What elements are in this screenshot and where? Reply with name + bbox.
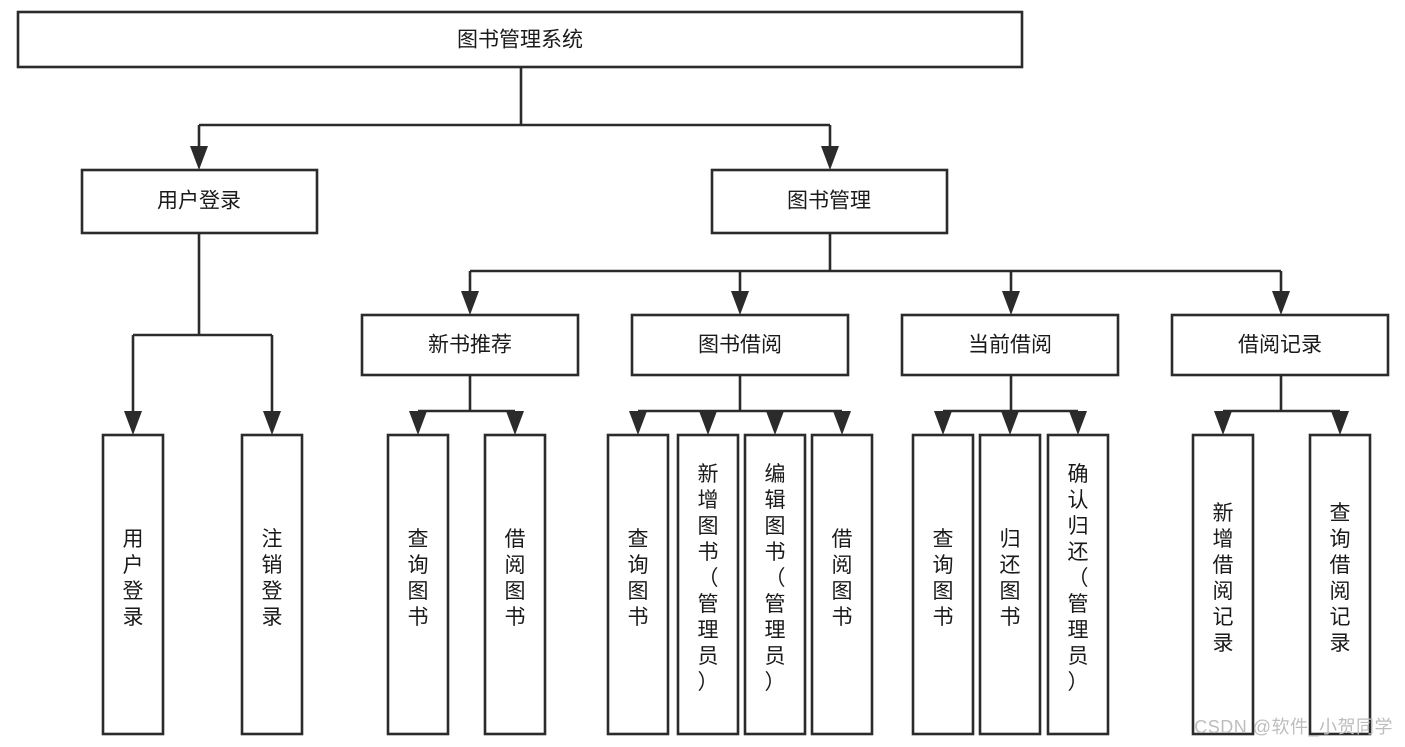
node-leaf-user-logout[interactable]: 注销登录 (240, 433, 304, 736)
node-leaf-query-record[interactable]: 查询借阅记录 (1308, 433, 1372, 736)
node-new-book-recommend-box[interactable] (360, 313, 580, 377)
node-leaf-borrow-book-1[interactable]: 借阅图书 (483, 433, 547, 736)
node-leaf-borrow-book-1-label: 借阅图书 (505, 528, 526, 629)
csdn-watermark: CSDN @软件_小贺同学 (1194, 717, 1393, 737)
node-leaf-borrow-book-2-box[interactable] (810, 433, 874, 736)
edge-group-book-management (461, 233, 1290, 315)
arrow-head-leaf-user-logout (263, 411, 281, 435)
arrow-head-new-book-recommend (461, 291, 479, 315)
arrow-head-leaf-borrow-book-1 (506, 411, 524, 435)
node-new-book-recommend[interactable]: 新书推荐 (360, 313, 580, 377)
node-leaf-edit-book-label: 编辑图书（管理员） (765, 463, 786, 694)
node-root[interactable]: 图书管理系统 (16, 10, 1024, 69)
arrow-head-leaf-return-book (1001, 411, 1019, 435)
edge-group-book-borrow (629, 375, 851, 435)
arrow-head-leaf-query-book-3 (934, 411, 952, 435)
node-root-label: 图书管理系统 (457, 29, 583, 52)
arrow-head-leaf-query-book-2 (629, 411, 647, 435)
node-leaf-query-book-1[interactable]: 查询图书 (386, 433, 450, 736)
node-leaf-query-book-1-box[interactable] (386, 433, 450, 736)
node-leaf-query-book-3-box[interactable] (911, 433, 975, 736)
node-current-borrow[interactable]: 当前借阅 (900, 313, 1120, 377)
node-root-box[interactable] (16, 10, 1024, 69)
arrow-head-leaf-query-book-1 (409, 411, 427, 435)
node-leaf-query-record-box[interactable] (1308, 433, 1372, 736)
arrow-head-current-borrow (1002, 291, 1020, 315)
node-borrow-record-label: 借阅记录 (1238, 334, 1322, 357)
node-leaf-user-logout-label: 注销登录 (262, 528, 283, 629)
arrow-head-book-management (821, 146, 839, 170)
arrow-head-leaf-query-record (1331, 411, 1349, 435)
node-leaf-user-login[interactable]: 用户登录 (101, 433, 165, 736)
node-current-borrow-label: 当前借阅 (968, 334, 1052, 357)
node-user-login-box[interactable] (80, 168, 319, 235)
arrow-head-leaf-add-book (699, 411, 717, 435)
node-leaf-confirm-return-box[interactable] (1046, 433, 1110, 736)
node-borrow-record-box[interactable] (1170, 313, 1390, 377)
arrow-head-leaf-user-login (124, 411, 142, 435)
arrow-head-book-borrow (731, 291, 749, 315)
node-leaf-add-book-box[interactable] (676, 433, 740, 736)
arrow-head-user-login (190, 146, 208, 170)
node-book-borrow-box[interactable] (630, 313, 850, 377)
node-leaf-confirm-return-label: 确认归还（管理员） (1068, 463, 1089, 694)
node-leaf-borrow-book-1-box[interactable] (483, 433, 547, 736)
arrow-head-borrow-record (1272, 291, 1290, 315)
node-leaf-query-book-3-label: 查询图书 (933, 528, 954, 629)
node-leaf-query-book-2-label: 查询图书 (628, 528, 649, 629)
node-leaf-edit-book-box[interactable] (743, 433, 807, 736)
node-leaf-add-book-label: 新增图书（管理员） (698, 463, 719, 694)
node-leaf-borrow-book-2-label: 借阅图书 (832, 528, 853, 629)
node-leaf-user-login-box[interactable] (101, 433, 165, 736)
node-leaf-add-record-label: 新增借阅记录 (1213, 502, 1234, 655)
node-leaf-user-login-label: 用户登录 (123, 528, 144, 629)
node-current-borrow-box[interactable] (900, 313, 1120, 377)
node-leaf-query-book-2[interactable]: 查询图书 (606, 433, 670, 736)
node-leaf-add-record[interactable]: 新增借阅记录 (1191, 433, 1255, 736)
edge-group-root (190, 67, 839, 170)
node-leaf-return-book-box[interactable] (978, 433, 1042, 736)
node-leaf-confirm-return[interactable]: 确认归还（管理员） (1046, 433, 1110, 736)
node-leaf-user-logout-box[interactable] (240, 433, 304, 736)
node-book-management-box[interactable] (710, 168, 949, 235)
node-leaf-edit-book[interactable]: 编辑图书（管理员） (743, 433, 807, 736)
arrow-head-leaf-confirm-return (1069, 411, 1087, 435)
node-book-management[interactable]: 图书管理 (710, 168, 949, 235)
node-leaf-query-book-3[interactable]: 查询图书 (911, 433, 975, 736)
node-user-login-label: 用户登录 (157, 190, 241, 213)
node-leaf-borrow-book-2[interactable]: 借阅图书 (810, 433, 874, 736)
node-leaf-query-book-2-box[interactable] (606, 433, 670, 736)
node-leaf-query-record-label: 查询借阅记录 (1330, 502, 1351, 655)
node-borrow-record[interactable]: 借阅记录 (1170, 313, 1390, 377)
node-book-borrow[interactable]: 图书借阅 (630, 313, 850, 377)
arrow-head-leaf-borrow-book-2 (833, 411, 851, 435)
edge-group-borrow-record (1214, 375, 1349, 435)
node-leaf-query-book-1-label: 查询图书 (408, 528, 429, 629)
node-leaf-return-book[interactable]: 归还图书 (978, 433, 1042, 736)
node-user-login[interactable]: 用户登录 (80, 168, 319, 235)
node-new-book-recommend-label: 新书推荐 (428, 334, 512, 357)
edge-group-user-login (124, 233, 281, 435)
arrow-head-leaf-add-record (1214, 411, 1232, 435)
arrow-head-leaf-edit-book (766, 411, 784, 435)
node-leaf-add-record-box[interactable] (1191, 433, 1255, 736)
node-book-management-label: 图书管理 (787, 190, 871, 213)
node-leaf-return-book-label: 归还图书 (1000, 528, 1021, 629)
node-book-borrow-label: 图书借阅 (698, 334, 782, 357)
edge-group-current-borrow (934, 375, 1087, 435)
edge-group-new-book-recommend (409, 375, 524, 435)
node-leaf-add-book[interactable]: 新增图书（管理员） (676, 433, 740, 736)
